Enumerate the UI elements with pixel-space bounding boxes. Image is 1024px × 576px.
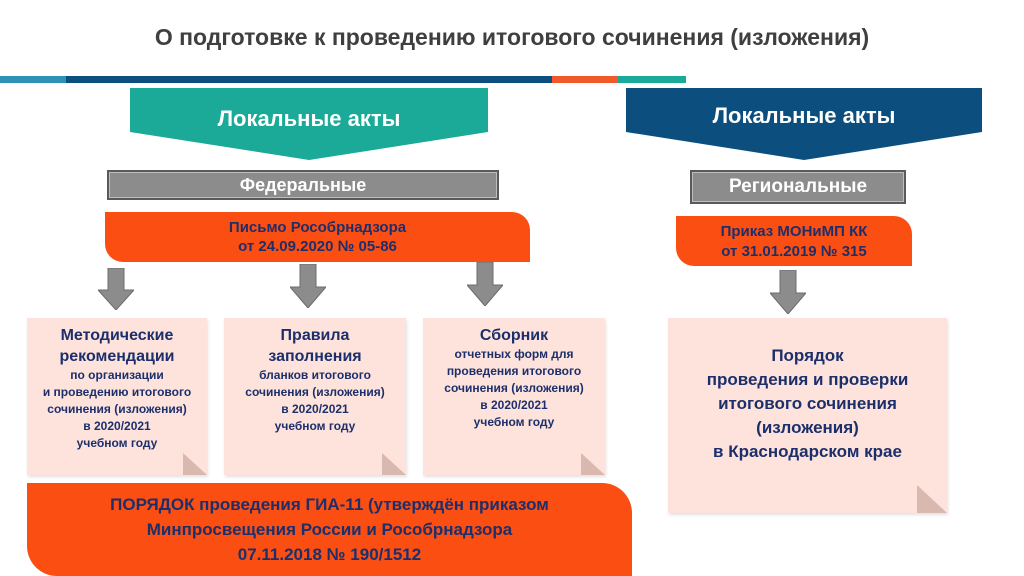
stripe-segment [0, 76, 66, 83]
note-text: учебном году [473, 415, 555, 429]
federal-letter-line1: Письмо Рособрнадзора [228, 219, 407, 236]
federal-category-label: Федеральные [107, 170, 499, 200]
note-text: в 2020/2021 [281, 402, 349, 416]
regional-decree-line1: Приказ МОНиМП КК [720, 223, 868, 240]
note-text: Порядок [771, 346, 844, 365]
gia-order-line1: ПОРЯДОК проведения ГИА-11 (утверждён при… [110, 495, 549, 514]
note-methodical-recommendations: Методические рекомендации по организации… [27, 318, 207, 475]
note-text: в 2020/2021 [83, 419, 151, 433]
note-heading: рекомендации [59, 348, 175, 365]
note-text: в Краснодарском крае [713, 442, 902, 461]
page-fold-icon [581, 453, 605, 475]
stripe-segment [66, 76, 552, 83]
note-text: учебном году [274, 419, 356, 433]
note-text: итогового сочинения [718, 394, 897, 413]
regional-decree-box: Приказ МОНиМП КК от 31.01.2019 № 315 [676, 216, 912, 266]
page-fold-icon [917, 485, 947, 513]
note-heading: Правила [280, 327, 350, 344]
note-text: и проведению итогового [42, 385, 192, 399]
note-text: в 2020/2021 [480, 398, 548, 412]
federal-banner-title: Локальные акты [217, 106, 401, 131]
gia-order-line3: 07.11.2018 № 190/1512 [237, 545, 422, 564]
down-arrow-icon [98, 268, 134, 310]
note-text: по организации [70, 368, 164, 382]
federal-letter-box: Письмо Рособрнадзора от 24.09.2020 № 05-… [105, 212, 530, 262]
note-heading: заполнения [268, 348, 362, 365]
regional-category-label: Региональные [690, 170, 906, 204]
regional-banner-title: Локальные акты [712, 103, 896, 128]
page-title: О подготовке к проведению итогового сочи… [154, 24, 870, 50]
gia-order-line2: Минпросвещения России и Рособрнадзора [146, 520, 513, 539]
stripe-segment [618, 76, 686, 83]
down-arrow-icon [290, 264, 326, 308]
stripe-segment [552, 76, 618, 83]
down-arrow-icon [770, 270, 806, 314]
down-arrow-icon [467, 262, 503, 306]
note-text: проведения итогового [446, 364, 582, 378]
note-regional-procedure: Порядок проведения и проверки итогового … [668, 318, 947, 513]
federal-letter-line2: от 24.09.2020 № 05-86 [238, 238, 397, 255]
regional-banner-shape [626, 88, 982, 160]
note-text: сочинения (изложения) [245, 385, 385, 399]
federal-banner-shape [130, 88, 488, 160]
note-text: проведения и проверки [706, 370, 909, 389]
page-fold-icon [183, 453, 207, 475]
note-filling-rules: Правила заполнения бланков итогового соч… [224, 318, 406, 475]
note-heading: Сборник [479, 327, 549, 344]
note-report-forms: Сборник отчетных форм для проведения ито… [423, 318, 605, 475]
note-text: сочинения (изложения) [444, 381, 584, 395]
note-text: отчетных форм для [454, 347, 574, 361]
note-text: (изложения) [756, 418, 859, 437]
note-text: учебном году [76, 436, 158, 450]
note-text: бланков итогового [259, 368, 371, 382]
regional-decree-line2: от 31.01.2019 № 315 [721, 243, 867, 260]
page-fold-icon [382, 453, 406, 475]
gia-order-box: ПОРЯДОК проведения ГИА-11 (утверждён при… [27, 483, 632, 576]
note-text: сочинения (изложения) [47, 402, 187, 416]
note-heading: Методические [60, 327, 174, 344]
